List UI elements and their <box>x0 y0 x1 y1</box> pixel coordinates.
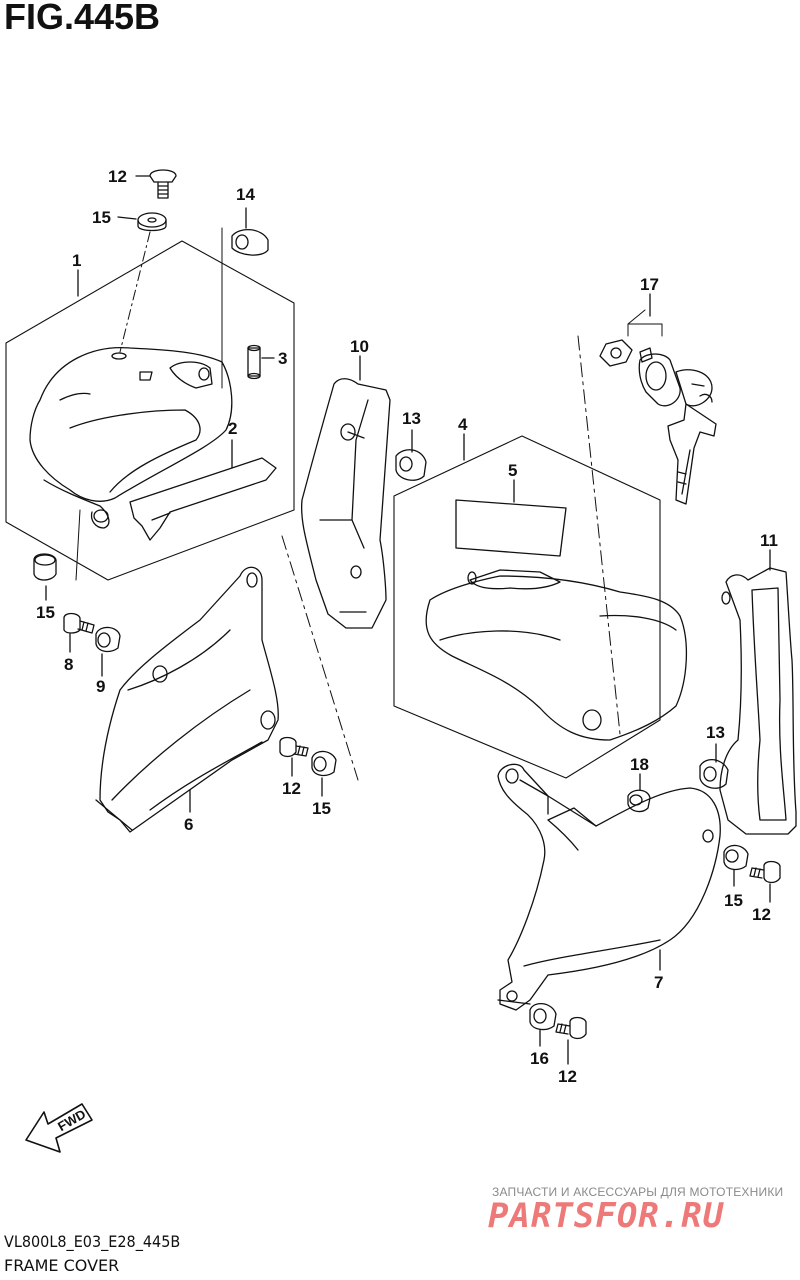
part-17-key <box>675 369 713 407</box>
callout-1: 1 <box>72 251 81 270</box>
part-4-side-cover <box>425 575 688 741</box>
callout-12-mid: 12 <box>282 779 301 798</box>
part-2-trim-plate <box>129 457 277 541</box>
figure-title: FIG.445B <box>4 0 161 37</box>
callout-12-right: 12 <box>752 905 771 924</box>
group-box-part-4 <box>393 435 661 779</box>
part-12-screw-mid <box>279 736 297 758</box>
callout-15-mid: 15 <box>312 799 331 818</box>
part-13-grommet-right <box>699 759 729 789</box>
callout-7: 7 <box>654 973 663 992</box>
callout-15-left: 15 <box>36 603 55 622</box>
callout-14: 14 <box>236 185 255 204</box>
callout-4: 4 <box>458 415 468 434</box>
part-18-grommet <box>627 789 651 813</box>
callout-17: 17 <box>640 275 659 294</box>
callout-6: 6 <box>184 815 193 834</box>
part-11-trim <box>719 567 797 835</box>
part-9-grommet <box>95 626 121 653</box>
part-13-grommet-mid <box>395 449 427 481</box>
callout-5: 5 <box>508 461 517 480</box>
part-17-lock-cylinder <box>638 353 681 407</box>
callout-3: 3 <box>278 349 287 368</box>
callout-12-top: 12 <box>108 167 127 186</box>
callout-9: 9 <box>96 677 105 696</box>
part-15-grommet-left <box>33 553 57 581</box>
callout-15-top: 15 <box>92 208 111 227</box>
diagram-code: VL800L8_E03_E28_445B <box>4 1232 181 1251</box>
part-12-screw-right <box>763 860 781 884</box>
part-15-grommet-top <box>137 212 167 228</box>
part-6-lower-cover <box>99 566 279 833</box>
callout-16: 16 <box>530 1049 549 1068</box>
part-17-nut <box>599 339 633 367</box>
fwd-arrow-icon: FWD <box>25 1103 93 1153</box>
watermark-logo: PARTSFOR.RU <box>488 1196 725 1236</box>
diagram-name: FRAME COVER <box>4 1256 120 1275</box>
part-12-screw-bottom <box>569 1016 587 1040</box>
callout-13-mid: 13 <box>402 409 421 428</box>
group-box-part-1 <box>5 240 295 581</box>
part-5-label <box>455 499 567 557</box>
part-16-grommet <box>529 1003 557 1031</box>
callout-18: 18 <box>630 755 649 774</box>
part-10-bracket <box>300 378 391 629</box>
part-15-grommet-right <box>723 844 749 871</box>
callout-13-right: 13 <box>706 723 725 742</box>
part-1-frame-cover <box>29 346 233 502</box>
callout-15-right: 15 <box>724 891 743 910</box>
callout-11: 11 <box>760 531 778 550</box>
callout-2: 2 <box>228 419 237 438</box>
watermark-subtitle: ЗАПЧАСТИ И АКСЕССУАРЫ ДЛЯ МОТОТЕХНИКИ <box>492 1185 784 1199</box>
part-8-bolt <box>63 612 81 634</box>
part-15-grommet-mid <box>311 750 337 777</box>
callout-12-bottom: 12 <box>558 1067 577 1086</box>
part-7-lower-cover <box>497 763 721 1011</box>
part-14-grommet <box>231 229 269 256</box>
part-12-screw-top <box>149 169 177 183</box>
callout-8: 8 <box>64 655 73 674</box>
part-17-bracket-lines <box>627 309 663 337</box>
part-3-collar <box>247 347 261 377</box>
callout-10: 10 <box>350 337 369 356</box>
